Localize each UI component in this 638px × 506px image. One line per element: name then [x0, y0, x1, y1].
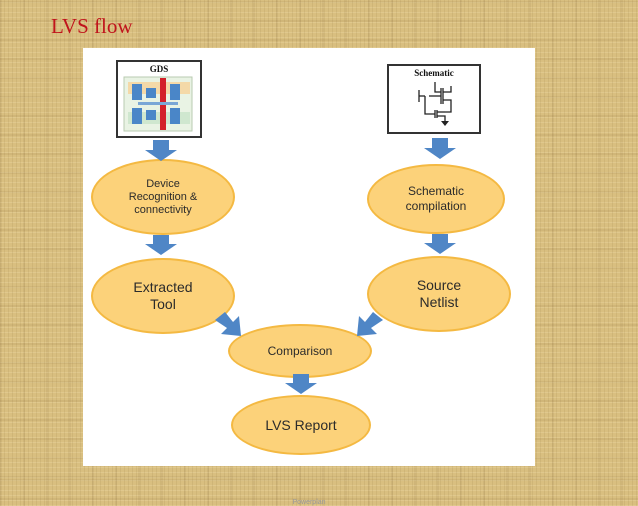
extracted-tool-node: Extracted Tool	[91, 258, 235, 334]
diagonal-arrow-icon	[215, 312, 241, 336]
schematic-box: Schematic	[387, 64, 481, 134]
gds-box: GDS	[116, 60, 202, 138]
device-recognition-label: Device Recognition & connectivity	[128, 177, 198, 216]
schematic-compilation-label: Schematic compilation	[405, 184, 467, 213]
footer-text: Powerplan	[292, 499, 326, 506]
source-netlist-label: Source Netlist	[416, 277, 462, 310]
gds-layout-icon	[123, 76, 193, 132]
slide-title: LVS flow	[51, 14, 133, 38]
transistor-schematic-icon	[418, 82, 452, 126]
schematic-label: Schematic	[414, 68, 454, 78]
down-arrow-icon	[424, 234, 456, 254]
down-arrow-icon	[145, 140, 177, 161]
lvs-report-node: LVS Report	[231, 395, 371, 455]
down-arrow-icon	[145, 235, 177, 255]
comparison-label: Comparison	[267, 344, 333, 358]
lvs-report-label: LVS Report	[265, 417, 337, 433]
extracted-tool-label: Extracted Tool	[133, 279, 193, 312]
device-recognition-node: Device Recognition & connectivity	[91, 159, 235, 235]
diagonal-arrow-icon	[357, 312, 383, 336]
down-arrow-icon	[424, 138, 456, 159]
flow-arrows	[145, 138, 456, 394]
gds-label: GDS	[149, 64, 169, 74]
diagram-panel: GDS Schematic	[83, 48, 535, 506]
schematic-compilation-node: Schematic compilation	[367, 164, 505, 234]
source-netlist-node: Source Netlist	[367, 256, 511, 332]
down-arrow-icon	[285, 374, 317, 394]
